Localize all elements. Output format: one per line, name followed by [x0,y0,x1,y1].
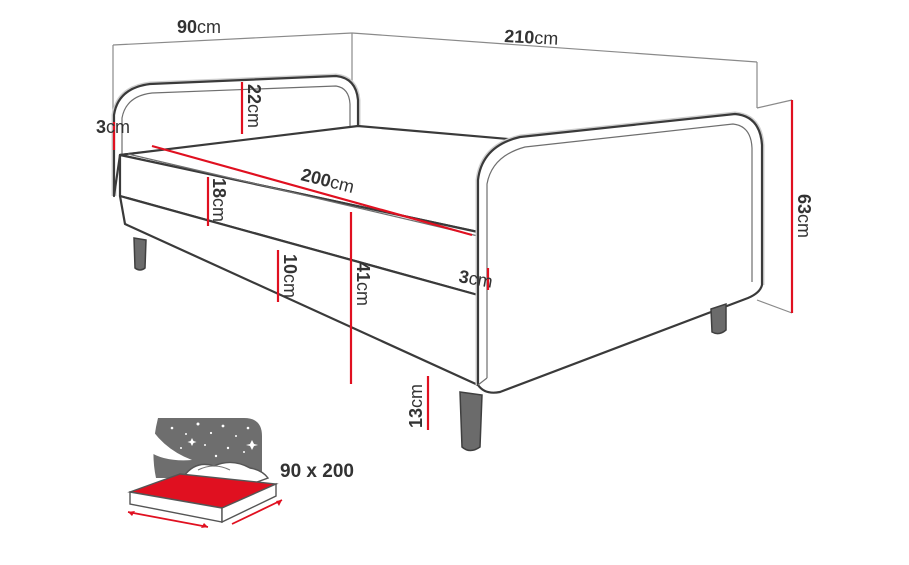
sofa-bed [111,73,765,452]
sleeping-area-icon: 90 x 200 [127,418,354,528]
dimension-labels: 90cm 210cm 3cm 22cm 18cm 200cm 10cm 41cm… [96,17,814,428]
label-width-top: 90cm [177,17,221,37]
leg-left-back [133,237,147,271]
left-headboard [112,74,360,198]
sleeping-area-label: 90 x 200 [280,461,354,482]
label-armrest-thickness-right: 3cm [457,266,494,292]
label-total-height: 63cm [794,194,814,238]
moon-icon [143,418,192,461]
label-mattress-length: 200cm [299,164,356,196]
label-seat-height: 41cm [353,262,373,306]
label-armrest-height: 22cm [244,84,264,128]
label-leg-height: 13cm [406,384,426,428]
label-armrest-thickness-left: 3cm [96,117,130,137]
dimension-lines [112,82,794,430]
stars-icon [170,422,258,458]
leg-right-back [710,302,727,335]
label-base-height: 10cm [280,254,300,298]
leg-front-right [459,391,483,452]
right-armrest [476,112,764,394]
label-length-top: 210cm [504,26,559,49]
top-reference-lines [112,32,793,314]
label-mattress-thickness: 18cm [209,178,229,222]
